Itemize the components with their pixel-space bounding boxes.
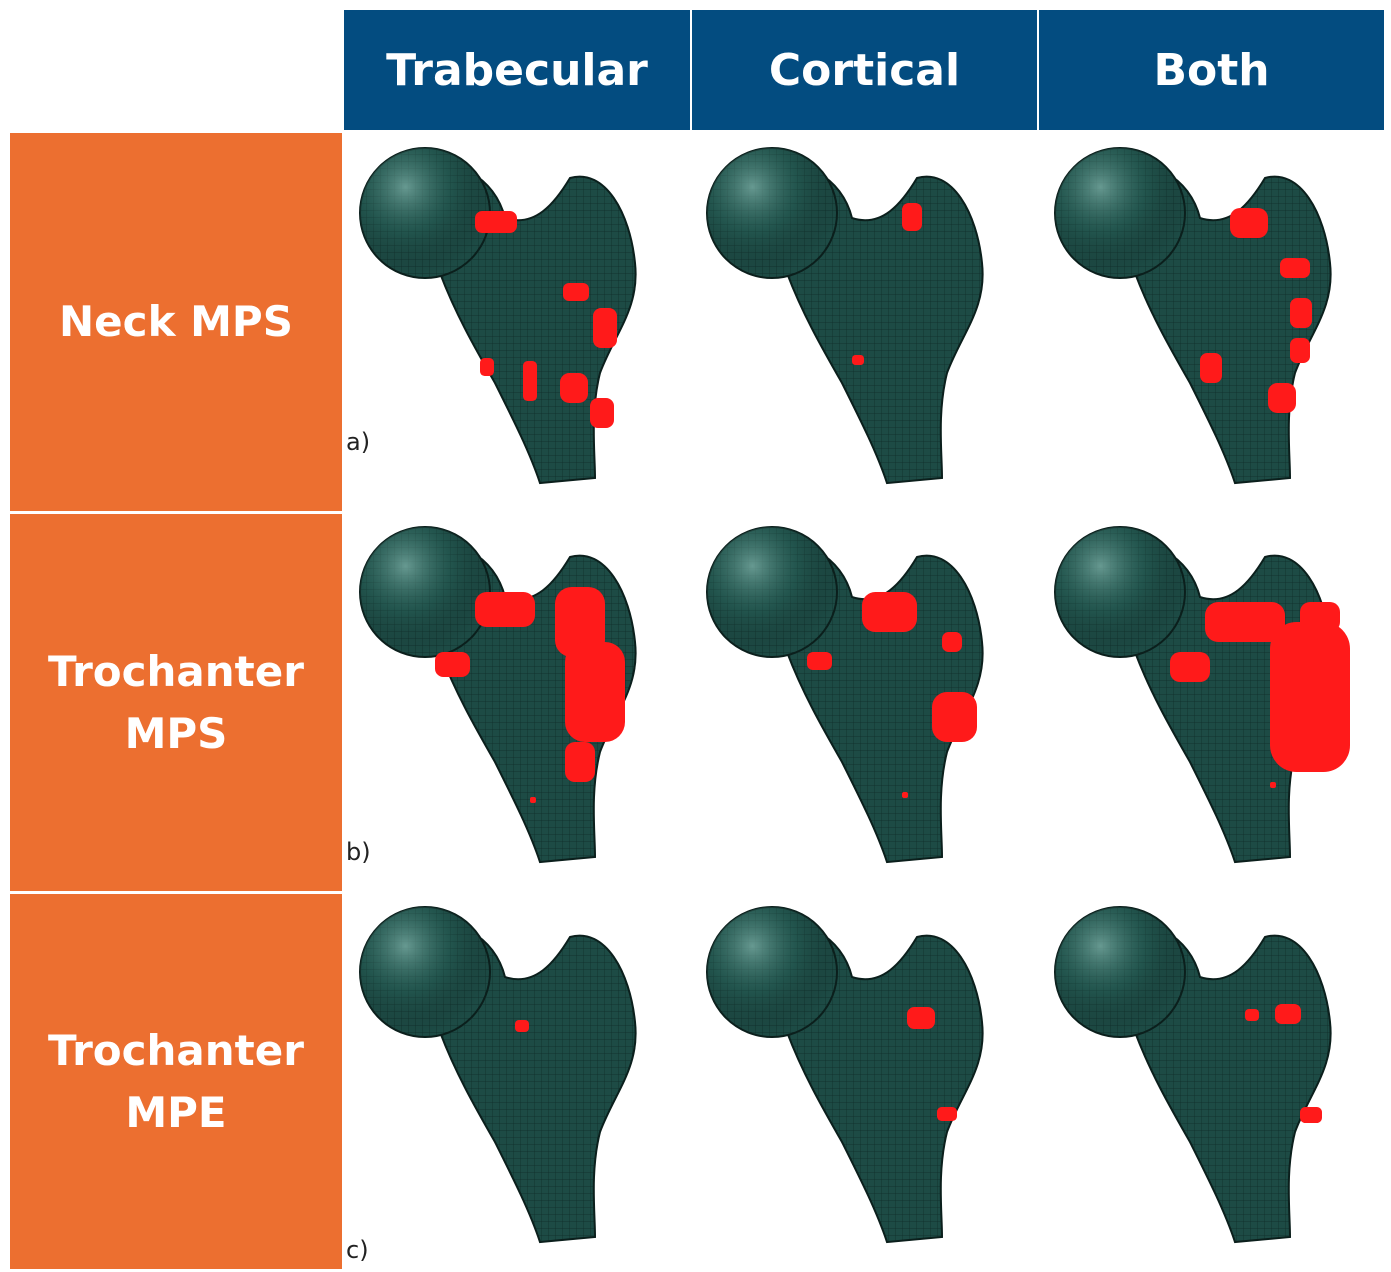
stress-region xyxy=(862,592,917,632)
column-header-label: Cortical xyxy=(769,45,960,96)
femur-image xyxy=(345,133,690,513)
row-header-line: Neck MPS xyxy=(59,291,293,353)
stress-region xyxy=(1275,1004,1301,1024)
femoral-head-shine xyxy=(360,527,490,657)
stress-region xyxy=(902,203,922,231)
row-header-line: MPE xyxy=(48,1082,304,1144)
femoral-head-shine xyxy=(360,907,490,1037)
femoral-head-shine xyxy=(707,907,837,1037)
stress-region xyxy=(1290,298,1312,328)
stress-region xyxy=(515,1020,529,1032)
stress-region xyxy=(1245,1009,1259,1021)
stress-region xyxy=(807,652,832,670)
femur-panel-trochanter-mps-both xyxy=(1040,512,1385,892)
stress-region xyxy=(1270,622,1350,772)
femur-panel-neck-both xyxy=(1040,133,1385,513)
femoral-head-shine xyxy=(1055,148,1185,278)
femur-image xyxy=(345,892,690,1272)
stress-region xyxy=(942,632,962,652)
stress-region xyxy=(480,358,494,376)
femur-panel-trochanter-mpe-trabecular xyxy=(345,892,690,1272)
column-header-both: Both xyxy=(1039,10,1384,130)
column-header-cortical: Cortical xyxy=(692,10,1037,130)
stress-region xyxy=(593,308,617,348)
femoral-head-shine xyxy=(707,527,837,657)
row-header-neck-mps: Neck MPS xyxy=(10,133,342,511)
stress-region xyxy=(475,592,535,627)
femur-panel-trochanter-mps-trabecular xyxy=(345,512,690,892)
femur-image xyxy=(1040,512,1385,892)
stress-region xyxy=(475,211,517,233)
femur-panel-trochanter-mpe-both xyxy=(1040,892,1385,1272)
row-header-line: Trochanter xyxy=(48,1020,304,1082)
stress-region xyxy=(590,398,614,428)
stress-region xyxy=(1200,353,1222,383)
stress-region xyxy=(1205,602,1285,642)
stress-region xyxy=(937,1107,957,1121)
column-header-label: Trabecular xyxy=(386,45,648,96)
femur-image xyxy=(692,512,1037,892)
stress-region xyxy=(1290,338,1310,363)
row-header-trochanter-mpe: Trochanter MPE xyxy=(10,894,342,1269)
stress-region xyxy=(1300,1107,1322,1123)
stress-region xyxy=(932,692,977,742)
column-header-trabecular: Trabecular xyxy=(344,10,690,130)
stress-region xyxy=(560,373,588,403)
femur-panel-neck-trabecular xyxy=(345,133,690,513)
stress-region xyxy=(902,792,908,798)
femur-image xyxy=(1040,892,1385,1272)
row-header-line: Trochanter xyxy=(48,641,304,703)
stress-region xyxy=(852,355,864,365)
stress-region xyxy=(565,642,625,742)
stress-region xyxy=(907,1007,935,1029)
stress-region xyxy=(563,283,589,301)
row-header-trochanter-mps: Trochanter MPS xyxy=(10,514,342,891)
stress-region xyxy=(530,797,536,803)
stress-region xyxy=(1270,782,1276,788)
femoral-head-shine xyxy=(1055,907,1185,1037)
stress-region xyxy=(523,361,537,401)
femur-image xyxy=(692,892,1037,1272)
femoral-head-shine xyxy=(1055,527,1185,657)
stress-region xyxy=(1268,383,1296,413)
femur-image xyxy=(692,133,1037,513)
femur-panel-neck-cortical xyxy=(692,133,1037,513)
stress-region xyxy=(1280,258,1310,278)
femur-image xyxy=(1040,133,1385,513)
stress-region xyxy=(435,652,470,677)
femoral-head-shine xyxy=(360,148,490,278)
femur-panel-trochanter-mpe-cortical xyxy=(692,892,1037,1272)
stress-region xyxy=(565,742,595,782)
row-header-line: MPS xyxy=(48,703,304,765)
stress-region xyxy=(1170,652,1210,682)
femoral-head-shine xyxy=(707,148,837,278)
column-header-label: Both xyxy=(1153,45,1269,96)
femur-panel-trochanter-mps-cortical xyxy=(692,512,1037,892)
femur-image xyxy=(345,512,690,892)
stress-region xyxy=(1230,208,1268,238)
